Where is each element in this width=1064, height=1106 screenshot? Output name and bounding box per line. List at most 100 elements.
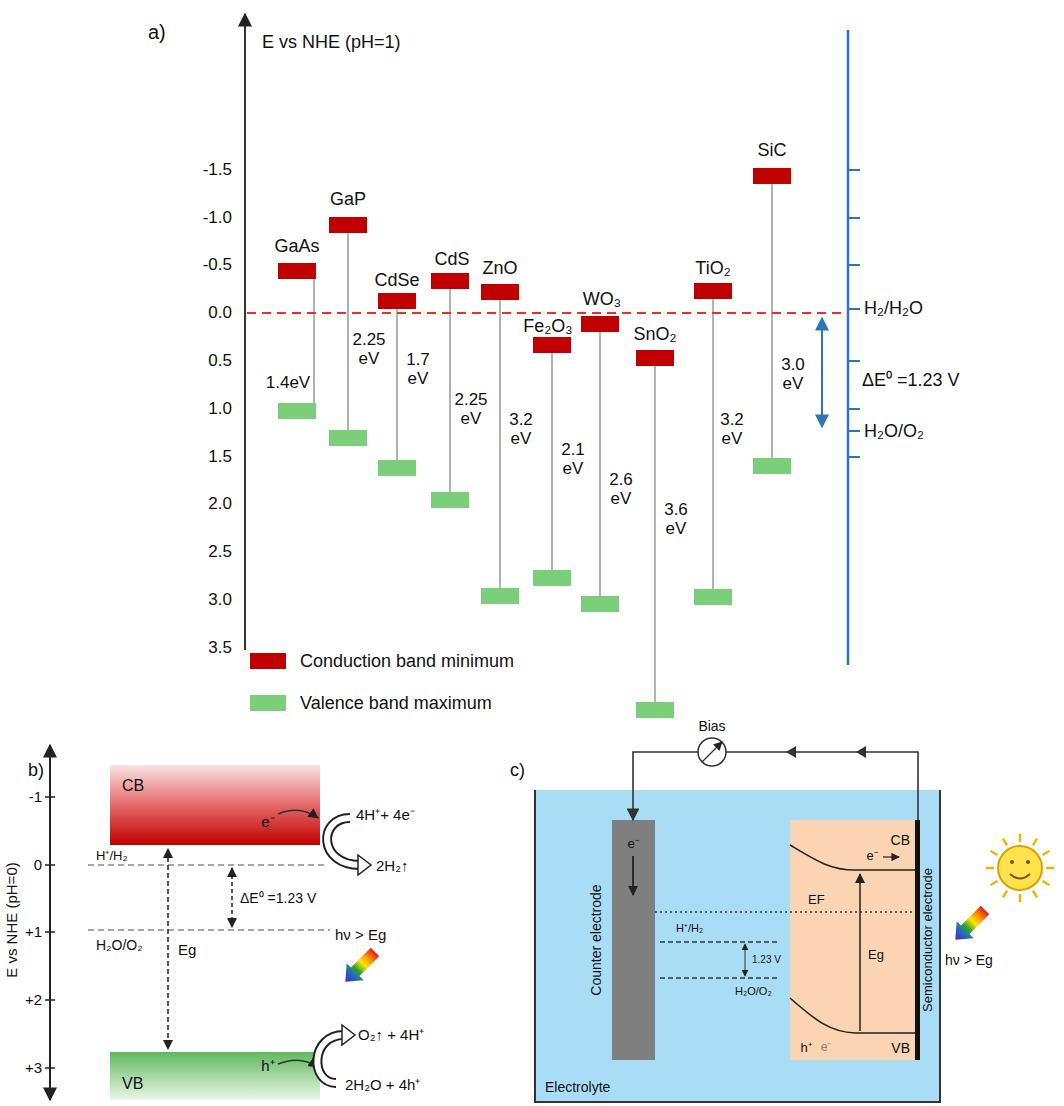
material-name: GaAs	[274, 236, 319, 257]
semiconductor: CB VB	[790, 820, 915, 1060]
current-arrow	[786, 746, 796, 758]
sun-ray	[1043, 881, 1050, 885]
energy-axis	[45, 999, 55, 1001]
hole-symbol: h⁺	[800, 1041, 811, 1056]
light-arrow	[947, 902, 994, 949]
gap-line	[499, 300, 501, 588]
gap-line	[449, 289, 451, 492]
material-name: WO₃	[583, 289, 621, 310]
legend-text: Valence band maximum	[300, 693, 492, 714]
gap-line	[313, 279, 315, 403]
band-gap-value: 3.2 eV	[498, 411, 544, 448]
electron-symbol: e⁻	[821, 1041, 832, 1055]
semiconductor-fill	[790, 820, 915, 1060]
sun-icon	[998, 846, 1042, 890]
conduction-band-bar	[753, 168, 791, 184]
light-arrow	[337, 944, 384, 991]
reaction-arrow	[317, 1035, 344, 1083]
redox-level	[88, 929, 330, 931]
redox-potential: H₂O/O₂	[864, 421, 924, 442]
gap-line	[551, 353, 553, 570]
conduction-band-bar	[481, 284, 519, 300]
redox-scale	[848, 360, 860, 362]
sun-ray	[991, 851, 998, 855]
redox-scale	[822, 30, 860, 665]
sun-ray	[1019, 834, 1022, 842]
legend-swatch	[250, 695, 286, 711]
reaction-text: 4H⁺+ 4e⁻	[356, 806, 415, 823]
axis-tick: 0.0	[208, 303, 232, 323]
energy-axis	[45, 1067, 55, 1069]
conduction-band-bar	[694, 283, 732, 299]
conduction-band-fill	[110, 765, 320, 845]
material-name: Fe₂O₃	[523, 316, 572, 337]
band-gap-value: 3.6 eV	[653, 501, 699, 538]
sun-icon	[1010, 874, 1030, 879]
gap-line	[654, 366, 656, 702]
redox-level	[660, 977, 778, 978]
material-name: SiC	[757, 140, 786, 161]
redox-potential: H₂O/O₂	[735, 985, 772, 998]
band-gap-value: 3.2 eV	[709, 411, 755, 448]
sun-ray	[1019, 894, 1022, 902]
axis-tick: 2.0	[208, 494, 232, 514]
redox-potential: H⁺/H₂	[676, 922, 703, 935]
bias-meter	[702, 742, 722, 762]
material-name: CdSe	[374, 270, 419, 291]
redox-scale	[848, 169, 860, 171]
gap-line	[771, 184, 773, 458]
energy-axis	[45, 745, 55, 1100]
node-label: Semiconductor electrode	[921, 868, 936, 1012]
water-reduction-level	[247, 312, 845, 314]
photon-energy: hν > Eg	[945, 952, 993, 968]
band-gap-value: 3.0 eV	[770, 356, 816, 393]
excitation-arrow	[859, 874, 861, 1031]
carrier-arrow	[278, 1060, 318, 1067]
electron-symbol: e⁻	[627, 837, 638, 852]
reaction-arrow	[327, 818, 360, 865]
band-gap-value: 1.4eV	[266, 373, 310, 393]
axis-tick: 1.5	[208, 447, 232, 467]
conduction-band-bar	[636, 350, 674, 366]
axis-tick: -1	[29, 788, 42, 805]
valence-band-bar	[694, 589, 732, 605]
fermi-level	[655, 912, 915, 913]
gap-arrow	[168, 849, 232, 1049]
current-arrow	[856, 746, 866, 758]
reaction-text: 2H₂O + 4h⁺	[345, 1076, 420, 1093]
band-bending	[790, 845, 915, 870]
valence-band-bar	[481, 588, 519, 604]
sun-ray	[1043, 851, 1050, 855]
redox-level	[745, 944, 746, 976]
semiconductor-electrode: Semiconductor electrode	[915, 820, 937, 1060]
energy-axis	[45, 931, 55, 933]
wire	[633, 752, 918, 820]
fermi-level-label: EF	[808, 893, 825, 908]
material-name: GaP	[330, 189, 366, 210]
reaction-text: O₂↑ + 4H⁺	[358, 1026, 424, 1043]
axis-tick: -1.0	[203, 208, 232, 228]
material-name: TiO₂	[695, 258, 730, 279]
axis-tick: -1.5	[203, 160, 232, 180]
axis-tick: 0	[34, 856, 42, 873]
conduction-band-bar	[581, 316, 619, 332]
reaction-arrow	[317, 1035, 344, 1083]
conduction-band-bar	[378, 293, 416, 309]
potential-difference: ΔE⁰ =1.23 V	[862, 370, 960, 391]
node-label: CB	[891, 832, 910, 848]
legend-text: Conduction band minimum	[300, 651, 514, 672]
sun-ray	[1003, 891, 1007, 898]
axis-tick: +3	[25, 1059, 42, 1076]
gap-arrow	[231, 868, 233, 927]
valence-band-bar	[636, 702, 674, 718]
valence-band-bar	[329, 430, 367, 446]
valence-band-bar	[753, 458, 791, 474]
sun-icon	[1010, 860, 1014, 864]
node-sublabel: VB	[891, 1040, 910, 1056]
axis-tick: 0.5	[208, 351, 232, 371]
sun-ray	[1046, 867, 1054, 870]
axis-tick: +1	[25, 923, 42, 940]
